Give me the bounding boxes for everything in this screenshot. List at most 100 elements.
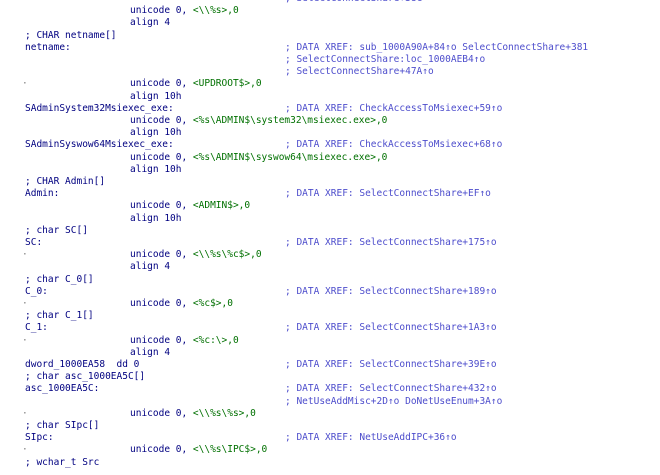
directive: align 10h bbox=[130, 213, 181, 225]
listing-line[interactable]: C_1:; DATA XREF: SelectConnectShare+1A3↑… bbox=[0, 322, 660, 334]
listing-line[interactable]: · unicode 0, <\\%s\%s>,0 bbox=[0, 408, 660, 420]
comment-text: ; CHAR Admin[] bbox=[25, 176, 106, 187]
xref-comment: ; DATA XREF: SelectConnectShare+175↑o bbox=[285, 237, 497, 248]
directive-mnemonic: unicode 0, bbox=[130, 115, 193, 126]
xref-comment: ; DATA XREF: SelectConnectShare+432↑o bbox=[285, 383, 497, 395]
directive-mnemonic: align 10h bbox=[130, 127, 182, 139]
string-operand: <%c$>,0 bbox=[192, 298, 233, 309]
directive-mnemonic: unicode 0, bbox=[130, 407, 193, 419]
listing-line[interactable]: ; char SC[] bbox=[0, 225, 660, 237]
xref-comment: ; DATA XREF: SelectConnectShare+39E↑o bbox=[285, 359, 497, 370]
listing-line[interactable]: dword_1000EA58 dd 0 ; DATA XREF: SelectCo… bbox=[0, 359, 660, 371]
listing-line[interactable]: align 10h bbox=[0, 91, 660, 103]
listing-line[interactable]: align 10h bbox=[0, 127, 660, 139]
listing-line[interactable]: align 4 bbox=[0, 17, 660, 29]
directive-mnemonic: unicode 0, bbox=[130, 200, 193, 212]
listing-line[interactable]: align 4 bbox=[0, 347, 660, 359]
comment-text: ; char SIpc[] bbox=[25, 420, 100, 431]
listing-line[interactable]: align 4 bbox=[0, 261, 660, 273]
directive: unicode 0, <\\%s\IPC$>,0 bbox=[130, 444, 267, 456]
xref-comment: ; DATA XREF: SelectConnectShare+189↑o bbox=[285, 285, 497, 297]
symbol-label: SAdminSyswow64Msiexec_exe: bbox=[25, 139, 174, 151]
listing-line[interactable]: · unicode 0, <\\%s\IPC$>,0 bbox=[0, 444, 660, 456]
listing-line[interactable]: ; char asc_1000EA5C[] bbox=[0, 371, 660, 383]
directive: unicode 0, <\\%s\%s>,0 bbox=[130, 408, 256, 420]
string-operand: <UPDROOT$>,0 bbox=[192, 78, 262, 90]
listing-line[interactable]: ; char C_0[] bbox=[0, 274, 660, 286]
listing-line[interactable]: asc_1000EA5C:; DATA XREF: SelectConnectS… bbox=[0, 383, 660, 395]
directive-mnemonic: unicode 0, bbox=[130, 78, 193, 90]
xref-comment: ; DATA XREF: CheckAccessToMsiexec+59↑o bbox=[285, 102, 503, 114]
symbol-label: netname: bbox=[25, 41, 71, 53]
listing-line[interactable]: unicode 0, <ADMIN$>,0 bbox=[0, 200, 660, 212]
string-operand: <%c:\>,0 bbox=[192, 334, 239, 346]
listing-line[interactable]: ·unicode 0, <%c:\>,0 bbox=[0, 335, 660, 347]
directive: unicode 0, <%c:\>,0 bbox=[130, 335, 239, 347]
listing-line[interactable]: unicode 0, <%s\ADMIN$\syswow64\msiexec.e… bbox=[0, 152, 660, 164]
listing-line[interactable]: Admin:; DATA XREF: SelectConnectShare+EF… bbox=[0, 188, 660, 200]
directive-mnemonic: unicode 0, bbox=[130, 334, 193, 346]
listing-line[interactable]: ; CHAR netname[] bbox=[0, 30, 660, 42]
directive-mnemonic: unicode 0, bbox=[130, 444, 193, 456]
listing-line[interactable]: C_0: ; DATA XREF: SelectConnectShare+189↑… bbox=[0, 286, 660, 298]
listing-line[interactable]: align 10h bbox=[0, 164, 660, 176]
symbol-label: C_0: bbox=[25, 285, 48, 297]
symbol-label: Admin: bbox=[25, 188, 60, 200]
directive: unicode 0, <\\%s\%c$>,0 bbox=[130, 249, 262, 261]
comment-text: ; char C_1[] bbox=[25, 310, 94, 322]
listing-line[interactable]: ; char C_1[] bbox=[0, 310, 660, 322]
listing-line[interactable]: SC:; DATA XREF: SelectConnectShare+175↑o bbox=[0, 237, 660, 249]
symbol-label: SIpc: bbox=[25, 432, 54, 444]
xref-continuation: ; SelectConnectShare+38C bbox=[285, 0, 422, 5]
listing-line[interactable]: · unicode 0, <\\%s\%c$>,0 bbox=[0, 249, 660, 261]
symbol-label: C_1: bbox=[25, 322, 48, 334]
string-operand: <%s\ADMIN$\system32\msiexec.exe>,0 bbox=[192, 115, 388, 126]
xref-comment: ; DATA XREF: NetUseAddIPC+36↑o bbox=[285, 432, 457, 444]
xref-comment: ; DATA XREF: sub_1000A90A+84↑o SelectCon… bbox=[285, 41, 589, 53]
directive: unicode 0, <%c$>,0 bbox=[130, 298, 233, 310]
listing-line[interactable]: ·unicode 0, <%c$>,0 bbox=[0, 298, 660, 310]
listing-line[interactable]: align 10h bbox=[0, 213, 660, 225]
directive-mnemonic: unicode 0, bbox=[130, 249, 193, 261]
listing-line[interactable]: ·unicode 0, <UPDROOT$>,0 bbox=[0, 78, 660, 90]
xref-continuation: ; NetUseAddMisc+2D↑o DoNetUseEnum+3A↑o bbox=[285, 395, 503, 407]
string-operand: <\\%s\IPC$>,0 bbox=[192, 444, 268, 456]
comment-text: ; wchar_t Src bbox=[25, 456, 100, 468]
listing-line[interactable]: ; SelectConnectShare:loc_1000AEB4↑o bbox=[0, 54, 660, 66]
listing-line[interactable]: unicode 0, <\\%s>,0 bbox=[0, 5, 660, 17]
directive: unicode 0, <\\%s>,0 bbox=[130, 5, 239, 17]
listing-line[interactable]: SAdminSystem32Msiexec_exe:; DATA XREF: C… bbox=[0, 103, 660, 115]
listing-line[interactable]: ; NetUseAddMisc+2D↑o DoNetUseEnum+3A↑o bbox=[0, 396, 660, 408]
directive-mnemonic: align 4 bbox=[130, 261, 171, 273]
comment-text: ; CHAR netname[] bbox=[25, 29, 117, 41]
symbol-label: dword_1000EA58 dd 0 bbox=[25, 359, 140, 370]
listing-line[interactable]: ; wchar_t Src bbox=[0, 457, 660, 469]
listing-line[interactable]: ; CHAR Admin[] bbox=[0, 176, 660, 188]
string-operand: <\\%s\%c$>,0 bbox=[192, 249, 262, 261]
listing-line[interactable]: ; SelectConnectShare+38C bbox=[0, 0, 660, 5]
directive: unicode 0, <ADMIN$>,0 bbox=[130, 200, 250, 212]
gutter-dot: · bbox=[22, 249, 28, 261]
directive-mnemonic: align 10h bbox=[130, 163, 182, 175]
directive-mnemonic: align 4 bbox=[130, 346, 171, 358]
string-operand: <\\%s\%s>,0 bbox=[192, 407, 256, 419]
listing-line[interactable]: SAdminSyswow64Msiexec_exe:; DATA XREF: C… bbox=[0, 139, 660, 151]
directive-mnemonic: unicode 0, bbox=[130, 5, 193, 17]
listing-line[interactable]: SIpc: ; DATA XREF: NetUseAddIPC+36↑o bbox=[0, 432, 660, 444]
directive: align 4 bbox=[130, 261, 170, 273]
directive-mnemonic: align 10h bbox=[130, 212, 182, 224]
xref-continuation: ; SelectConnectShare+47A↑o bbox=[285, 66, 434, 78]
listing-line[interactable]: ; char SIpc[] bbox=[0, 420, 660, 432]
listing-line[interactable]: netname: ; DATA XREF: sub_1000A90A+84↑o S… bbox=[0, 42, 660, 54]
string-operand: <\\%s>,0 bbox=[192, 5, 239, 17]
gutter-dot: · bbox=[22, 444, 28, 456]
listing-line[interactable]: ; SelectConnectShare+47A↑o bbox=[0, 66, 660, 78]
directive-mnemonic: align 4 bbox=[130, 17, 171, 29]
gutter-dot: · bbox=[22, 407, 28, 419]
listing-line[interactable]: unicode 0, <%s\ADMIN$\system32\msiexec.e… bbox=[0, 115, 660, 127]
directive: align 10h bbox=[130, 164, 181, 176]
comment-text: ; char asc_1000EA5C[] bbox=[25, 371, 146, 383]
directive: align 4 bbox=[130, 17, 170, 29]
directive: unicode 0, <%s\ADMIN$\system32\msiexec.e… bbox=[130, 115, 387, 127]
